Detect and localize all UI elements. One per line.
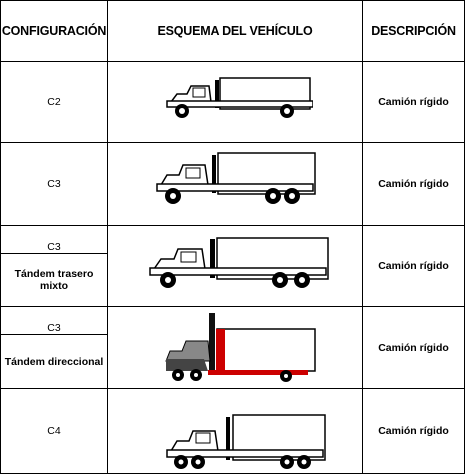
rigid-truck-3-axles-icon xyxy=(156,152,316,204)
row-5-schema xyxy=(107,388,363,474)
row-4-config: C3 xyxy=(0,306,108,335)
row-3-schema xyxy=(107,225,363,307)
row-3-config: C3 xyxy=(0,225,108,254)
row-3-subtype: Tándem trasero mixto xyxy=(0,253,108,307)
header-configuracion: CONFIGURACIÓN xyxy=(0,0,108,62)
rigid-truck-steer-tandem-icon xyxy=(165,313,316,382)
rigid-truck-4-axles-icon xyxy=(166,414,326,469)
row-4-subtype: Tándem direccional xyxy=(0,334,108,389)
row-5-config: C4 xyxy=(0,388,108,474)
row-1-schema xyxy=(107,61,363,143)
row-5-description: Camión rígido xyxy=(362,388,465,474)
row-3-description: Camión rígido xyxy=(362,225,465,307)
row-2-description: Camión rígido xyxy=(362,142,465,226)
row-4-description: Camión rígido xyxy=(362,306,465,389)
row-4-schema xyxy=(107,306,363,389)
row-2-config: C3 xyxy=(0,142,108,226)
header-esquema: ESQUEMA DEL VEHÍCULO xyxy=(107,0,363,62)
rigid-truck-mixed-tandem-icon xyxy=(149,237,329,288)
row-1-config: C2 xyxy=(0,61,108,143)
row-2-schema xyxy=(107,142,363,226)
header-descripcion: DESCRIPCIÓN xyxy=(362,0,465,62)
rigid-truck-2-axles-icon xyxy=(166,77,313,118)
row-1-description: Camión rígido xyxy=(362,61,465,143)
